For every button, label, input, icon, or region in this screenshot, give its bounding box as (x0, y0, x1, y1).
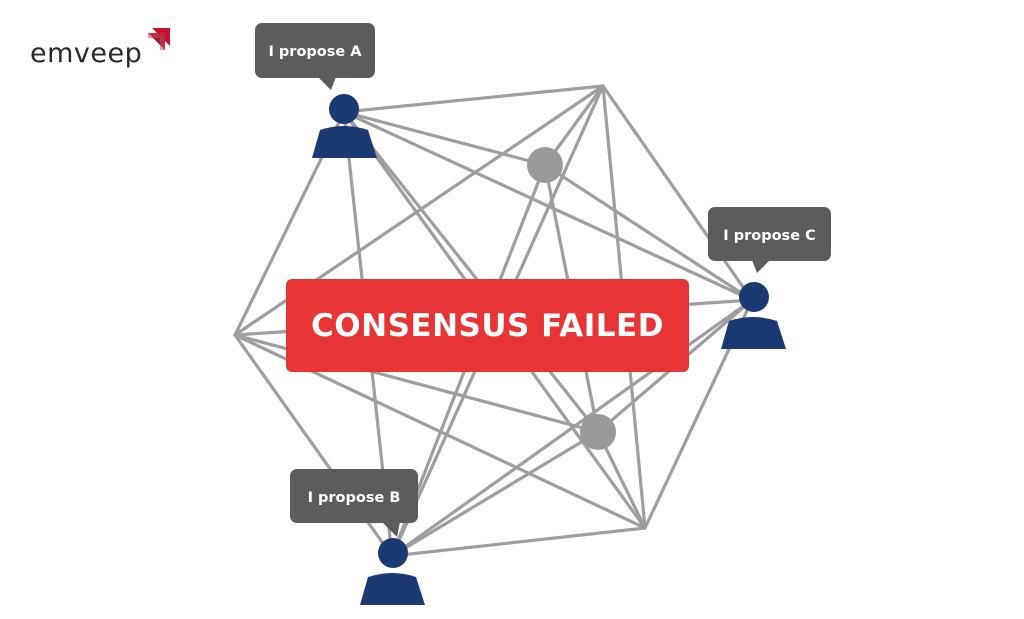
participant-c: I propose C (708, 207, 831, 349)
proposal-c-text: I propose C (723, 228, 815, 244)
proposal-a-text: I propose A (268, 44, 362, 60)
network-node-icon (527, 147, 563, 183)
network-edge (601, 84, 754, 302)
network-edge (342, 84, 605, 114)
participant-a: I propose A (255, 23, 377, 158)
person-icon (312, 94, 377, 158)
network-edge (342, 110, 547, 167)
stacked-arrow-logo-icon (148, 28, 170, 50)
network-edge (390, 430, 600, 558)
network-node-icon (580, 414, 616, 450)
consensus-failed-banner: CONSENSUS FAILED (286, 279, 689, 372)
speech-bubble-a: I propose A (255, 23, 375, 90)
proposal-b-text: I propose B (308, 490, 401, 506)
emveep-logo: emveep (30, 26, 180, 86)
network-edge (390, 526, 647, 558)
participant-b: I propose B (290, 469, 425, 605)
speech-bubble-b: I propose B (290, 469, 418, 537)
person-icon (721, 282, 786, 349)
network-edge (390, 298, 754, 558)
network-nodes (527, 147, 616, 450)
consensus-failed-text: CONSENSUS FAILED (311, 308, 664, 344)
logo-wordmark: emveep (30, 38, 143, 69)
network-edge (543, 163, 754, 302)
speech-bubble-c: I propose C (708, 207, 831, 273)
person-icon (360, 538, 425, 605)
network-edge (342, 110, 600, 434)
